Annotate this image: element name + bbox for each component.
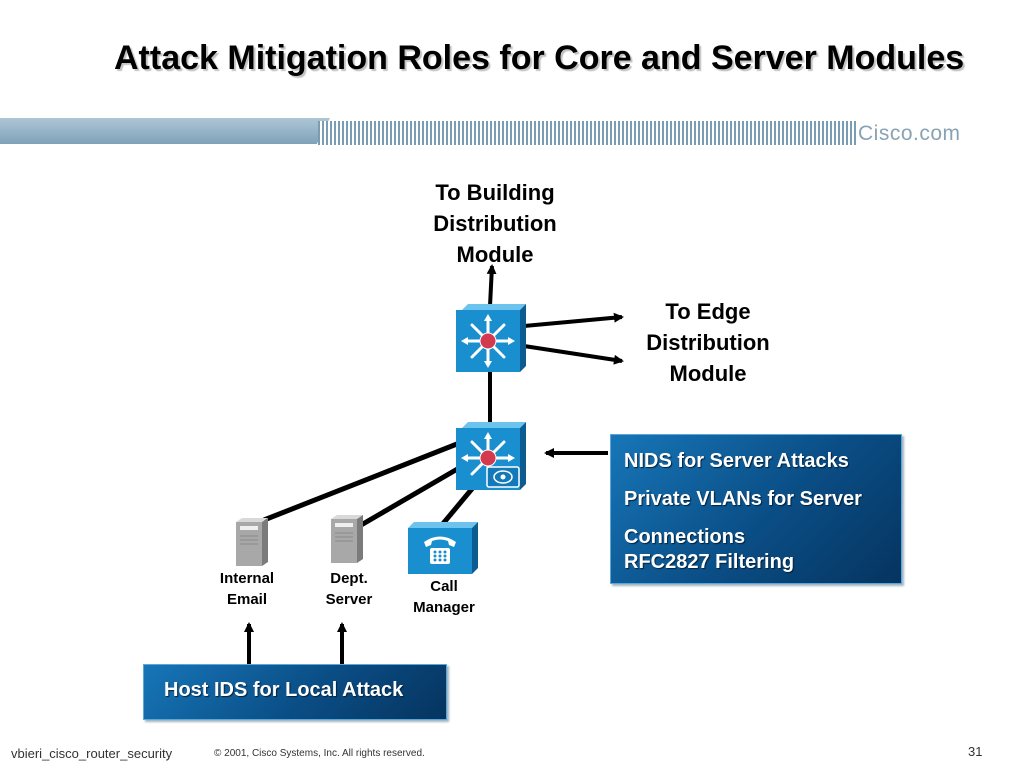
to-edge-line-2: Distribution bbox=[646, 330, 770, 355]
to-edge-label: To Edge Distribution Module bbox=[623, 296, 793, 389]
link-switch-to-dept bbox=[354, 461, 468, 531]
core-switch-icon bbox=[456, 304, 526, 372]
link-to-edge-upper bbox=[523, 312, 624, 328]
hids-label: Host IDS for Local Attack bbox=[164, 679, 404, 701]
call-manager-label: Call Manager bbox=[398, 576, 490, 618]
link-switch-to-email bbox=[263, 439, 463, 523]
page-number: 31 bbox=[968, 744, 983, 759]
to-edge-line-1: To Edge bbox=[665, 299, 751, 324]
footer-source: vbieri_cisco_router_security bbox=[11, 746, 173, 761]
dept-server-label: Dept. Server bbox=[309, 568, 389, 610]
dept-server-line-1: Dept. bbox=[330, 570, 368, 587]
slide-title: Attack Mitigation Roles for Core and Ser… bbox=[114, 39, 965, 77]
internal-email-server-icon bbox=[236, 518, 268, 566]
nids-line-1: NIDS for Server Attacks bbox=[624, 450, 849, 472]
internal-email-line-1: Internal bbox=[219, 570, 275, 587]
dept-server-line-2: Server bbox=[325, 591, 373, 608]
nids-callout-box: NIDS for Server Attacks Private VLANs fo… bbox=[610, 434, 902, 584]
header-stripes bbox=[318, 121, 858, 145]
ids-module-icon bbox=[486, 466, 520, 488]
nids-line-3: Connections bbox=[624, 526, 746, 548]
to-building-line-3: Module bbox=[456, 242, 534, 267]
to-edge-line-3: Module bbox=[669, 361, 747, 386]
internal-email-line-2: Email bbox=[226, 591, 268, 608]
internal-email-label: Internal Email bbox=[207, 568, 287, 610]
link-to-edge-lower bbox=[523, 344, 624, 365]
hids-callout-box: Host IDS for Local Attack bbox=[143, 664, 447, 720]
call-manager-line-2: Manager bbox=[413, 599, 475, 616]
call-manager-icon bbox=[408, 522, 478, 574]
link-to-building bbox=[486, 264, 497, 307]
nids-line-4: RFC2827 Filtering bbox=[624, 551, 795, 573]
nids-line-2: Private VLANs for Server bbox=[624, 488, 862, 510]
to-building-line-2: Distribution bbox=[433, 211, 557, 236]
to-building-label: To Building Distribution Module bbox=[410, 177, 580, 270]
footer-copyright: © 2001, Cisco Systems, Inc. All rights r… bbox=[214, 748, 425, 759]
call-manager-line-1: Call bbox=[430, 578, 458, 595]
dept-server-icon bbox=[331, 515, 363, 563]
header-band bbox=[0, 118, 330, 144]
to-building-line-1: To Building bbox=[435, 180, 555, 205]
cisco-logo: Cisco.com bbox=[858, 122, 961, 145]
